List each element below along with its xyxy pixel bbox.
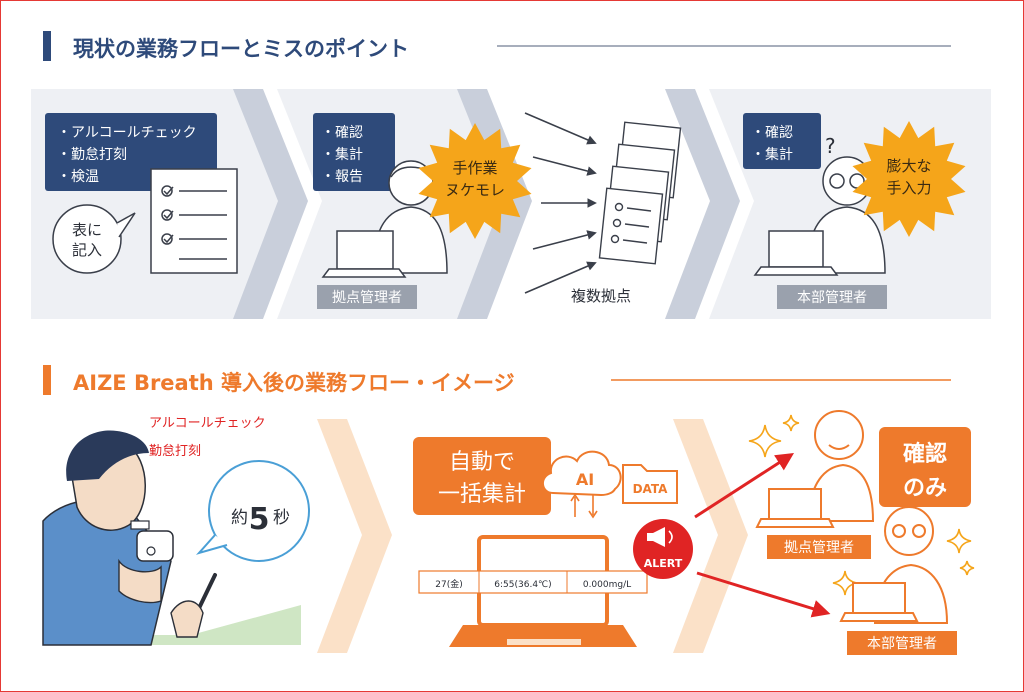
laptop-icon xyxy=(753,230,839,276)
reading-date: 27(金) xyxy=(435,578,462,590)
site-manager-orange-icon xyxy=(755,410,875,528)
step3-item-2: ・集計 xyxy=(751,146,793,163)
laptop-icon xyxy=(321,230,407,278)
bubble-line-1: 表に xyxy=(72,221,102,239)
step3-item-1: ・確認 xyxy=(751,125,793,141)
star-burst-1 xyxy=(418,123,532,239)
section1-title-marker xyxy=(43,31,51,61)
arrow-icon xyxy=(524,261,597,294)
arrow-to-hq-icon xyxy=(696,571,831,618)
section2-title: AIZE Breath 導入後の業務フロー・イメージ xyxy=(73,371,515,395)
section1-header: 現状の業務フローとミスのポイント xyxy=(43,31,951,61)
star1-line-1: 手作業 xyxy=(452,159,497,177)
section1-title: 現状の業務フローとミスのポイント xyxy=(73,37,409,61)
chevron-4 xyxy=(317,419,392,653)
star1-line-2: ヌケモレ xyxy=(445,181,505,199)
chevron-5 xyxy=(673,419,748,653)
checklist-sheet xyxy=(150,168,238,274)
multi-site-label: 複数拠点 xyxy=(571,287,631,305)
hq-manager-orange-icon xyxy=(839,506,949,624)
red-note-line-2: 勤怠打刻 xyxy=(149,443,201,459)
step2-box: ・確認 ・集計 ・報告 xyxy=(313,113,395,191)
arrow-icon xyxy=(532,230,597,250)
section2-title-marker xyxy=(43,365,51,395)
step3-box: ・確認 ・集計 xyxy=(743,113,821,169)
handwork-star-badge: 手作業 ヌケモレ xyxy=(418,123,532,239)
site-manager-label: 拠点管理者 xyxy=(317,285,417,309)
red-note-line-1: アルコールチェック xyxy=(149,416,266,431)
data-label: DATA xyxy=(633,482,669,496)
confirm-line-2: のみ xyxy=(903,476,947,501)
hq-manager-label-text: 本部管理者 xyxy=(797,290,867,306)
site-manager-orange-label: 拠点管理者 xyxy=(767,535,871,559)
step2-item-1: ・確認 xyxy=(321,125,363,141)
ai-label: AI xyxy=(576,470,594,489)
user-hair xyxy=(66,430,149,481)
section2-band xyxy=(317,419,748,653)
step2-item-3: ・報告 xyxy=(321,169,363,185)
bubble-suffix: 秒 xyxy=(273,508,290,528)
auto-line-1: 自動で xyxy=(449,450,515,475)
red-note: アルコールチェック 勤怠打刻 xyxy=(149,416,266,459)
alert-arrows xyxy=(694,453,831,618)
reading-time-temp: 6:55(36.4℃) xyxy=(494,580,551,590)
auto-aggregate-box: 自動で 一括集計 xyxy=(413,437,551,515)
arrow-icon xyxy=(524,112,597,145)
sparkle-icon xyxy=(946,528,972,554)
breathalyzer-device-icon xyxy=(136,530,174,562)
ai-cloud-icon: AI xyxy=(542,450,622,519)
record-speech-bubble: 表に 記入 xyxy=(52,204,136,274)
chevron-3 xyxy=(665,89,740,319)
star-burst-2 xyxy=(852,121,966,237)
hq-manager-orange-label: 本部管理者 xyxy=(847,631,957,655)
bubble-prefix: 約 xyxy=(231,508,248,528)
section2-header: AIZE Breath 導入後の業務フロー・イメージ xyxy=(43,365,951,395)
check-icon xyxy=(161,185,227,260)
step1-item-2: ・勤怠打刻 xyxy=(57,146,127,163)
question-mark: ? xyxy=(825,134,836,158)
hq-label-text: 本部管理者 xyxy=(867,636,937,652)
chevron-1 xyxy=(233,89,308,319)
checklist-paper xyxy=(150,168,238,274)
data-folder-icon: DATA xyxy=(622,464,678,504)
step2-item-2: ・集計 xyxy=(321,146,363,163)
reading-alcohol: 0.000mg/L xyxy=(583,580,631,590)
sparkle-icon xyxy=(959,560,975,576)
step1-box: ・アルコールチェック ・勤怠打刻 ・検温 xyxy=(45,113,217,191)
step1-item-1: ・アルコールチェック xyxy=(57,125,197,141)
site-manager-label-text: 拠点管理者 xyxy=(332,290,402,306)
breath-test-user-illustration xyxy=(42,430,301,646)
star2-line-1: 膨大な xyxy=(886,157,931,175)
star2-line-2: 手入力 xyxy=(886,179,931,197)
arrow-to-site-icon xyxy=(694,453,795,519)
confirm-only-box: 確認 のみ xyxy=(879,427,971,507)
sparkle-icon xyxy=(748,424,782,458)
seconds-bubble-circle xyxy=(208,460,310,562)
five-seconds-bubble: 約 5 秒 xyxy=(195,460,310,562)
sparkle-icon xyxy=(832,570,858,596)
step2-items-box xyxy=(313,113,395,191)
manual-input-star-badge: 膨大な 手入力 xyxy=(852,121,966,237)
sparkle-icons xyxy=(748,414,975,596)
confirm-line-1: 確認 xyxy=(903,441,947,467)
hq-manager-label: 本部管理者 xyxy=(777,285,887,309)
auto-line-2: 一括集計 xyxy=(438,482,526,507)
bubble-number: 5 xyxy=(249,502,270,537)
step3-items-box xyxy=(743,113,821,169)
sparkle-icon xyxy=(782,414,800,432)
incoming-arrows xyxy=(524,112,597,294)
readings-table: 27(金) 6:55(36.4℃) 0.000mg/L xyxy=(418,570,648,594)
site-label-text: 拠点管理者 xyxy=(784,540,854,556)
bubble-line-2: 記入 xyxy=(72,241,102,259)
alert-label: ALERT xyxy=(644,557,683,570)
arrow-icon xyxy=(532,156,597,176)
stacked-documents-icon xyxy=(598,121,682,265)
user-hand xyxy=(118,558,162,604)
megaphone-icon xyxy=(653,527,665,547)
alert-badge: ALERT xyxy=(633,519,693,579)
step1-item-3: ・検温 xyxy=(57,169,99,185)
